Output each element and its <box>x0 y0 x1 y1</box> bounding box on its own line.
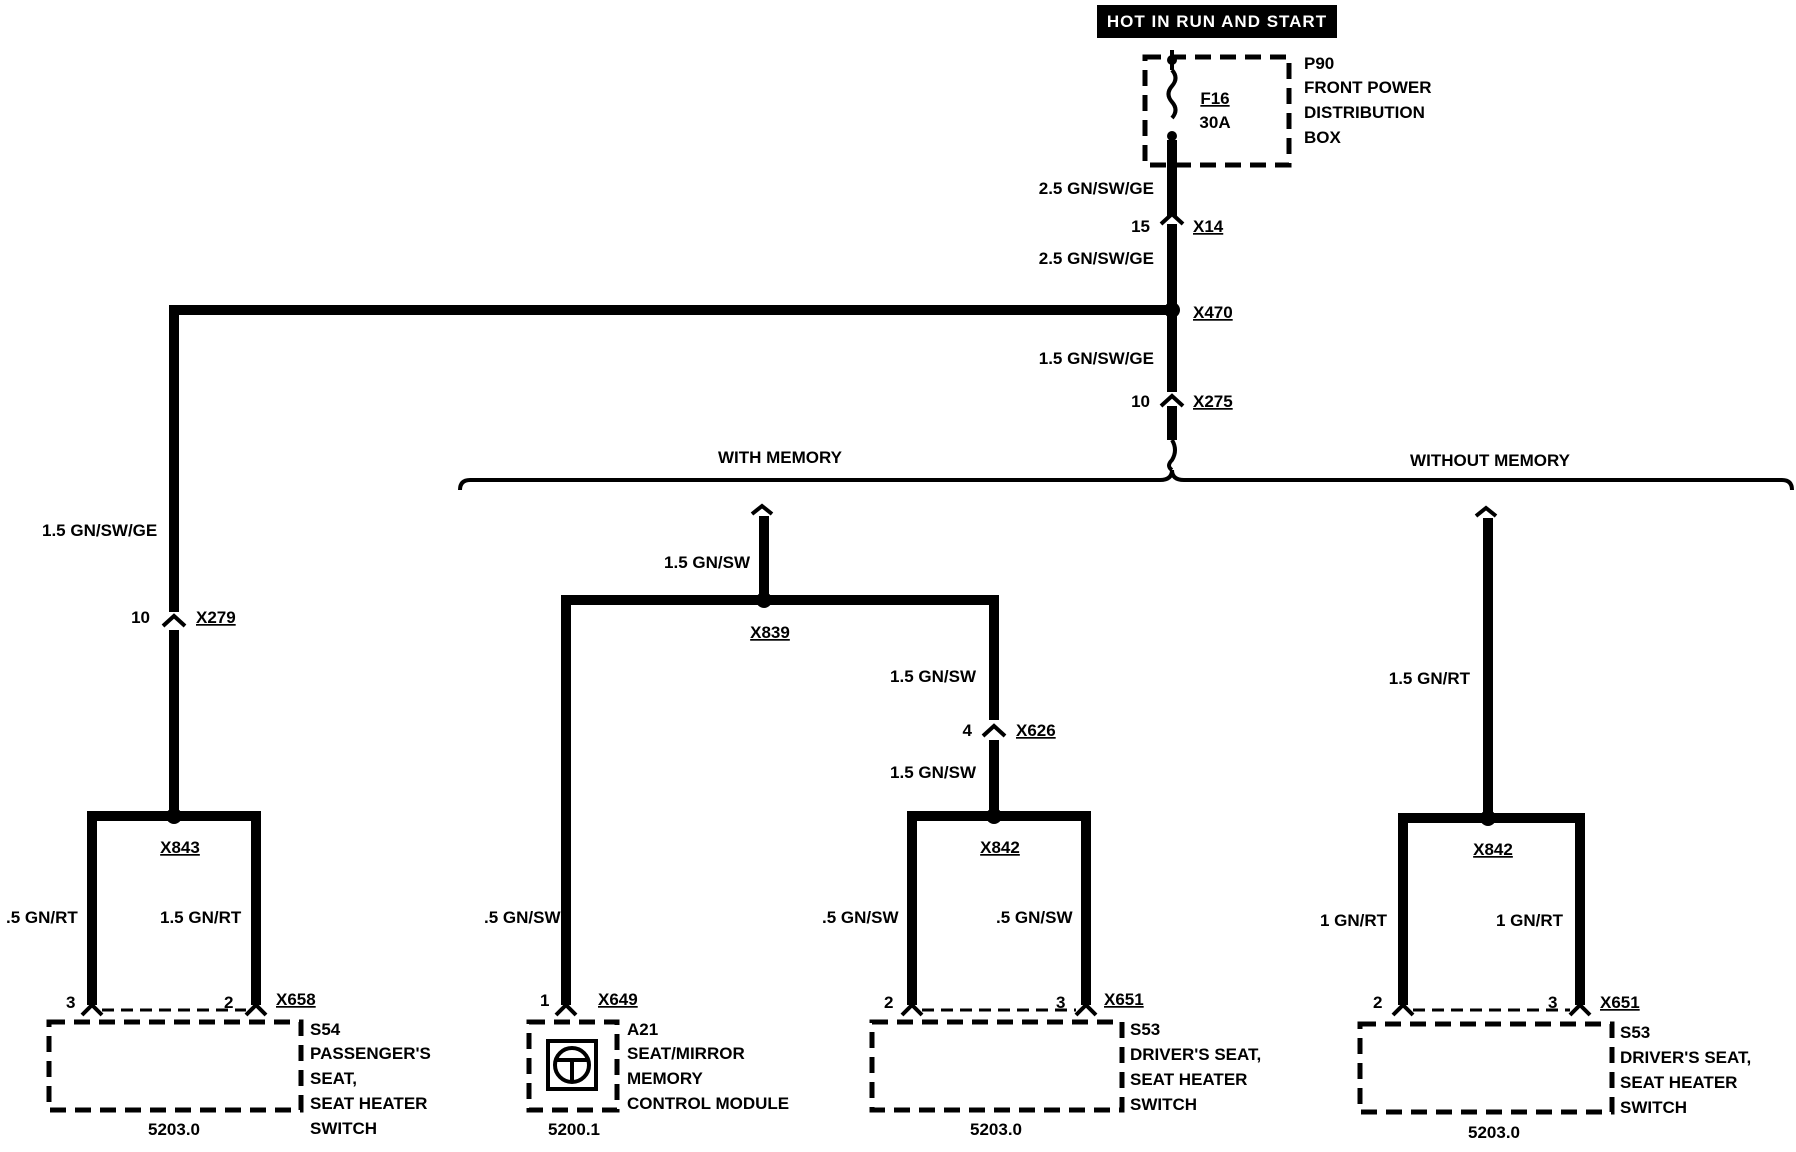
x651-nomem-pin-b: 3 <box>1548 993 1557 1012</box>
a21-module-box: 1 X649 A21 SEAT/MIRROR MEMORY CONTROL MO… <box>526 990 789 1139</box>
power-banner: HOT IN RUN AND START <box>1097 5 1337 38</box>
wire-label-2-5-b: 2.5 GN/SW/GE <box>1039 249 1154 268</box>
p90-desc-line1: FRONT POWER <box>1304 78 1432 97</box>
x14-connector-symbol <box>1159 211 1185 226</box>
x649-pin: 1 <box>540 991 549 1010</box>
no-memory-feed-break <box>1474 505 1498 518</box>
s54-switch-box: 3 2 X658 S54 PASSENGER'S SEAT, SEAT HEAT… <box>46 990 431 1139</box>
a21-ref: 5200.1 <box>548 1120 600 1139</box>
wire-label-1-5-trunk: 1.5 GN/SW/GE <box>1039 349 1154 368</box>
x14-label: X14 <box>1193 217 1224 236</box>
x275-label: X275 <box>1193 392 1233 411</box>
s53-mem-desc-line1: DRIVER'S SEAT, <box>1130 1045 1261 1064</box>
s54-desc-line4: SWITCH <box>310 1119 377 1138</box>
x658-pin-b: 2 <box>224 993 233 1012</box>
x14-pin: 15 <box>1131 217 1150 236</box>
s53-mem-desc-line2: SEAT HEATER <box>1130 1070 1247 1089</box>
x651-nomem-pin-a: 2 <box>1373 993 1382 1012</box>
fuse-rating: 30A <box>1199 113 1230 132</box>
x279-label: X279 <box>196 608 236 627</box>
s54-desc-line1: PASSENGER'S <box>310 1044 431 1063</box>
x842-nomem-splice-dot <box>1480 810 1496 826</box>
x842-mem-splice-dot <box>986 808 1002 824</box>
s54-id: S54 <box>310 1020 341 1039</box>
wire-label-x626-upper: 1.5 GN/SW <box>890 667 977 686</box>
x626-label: X626 <box>1016 721 1056 740</box>
wire-label-memory-feed: 1.5 GN/SW <box>664 553 751 572</box>
s53-nomem-id: S53 <box>1620 1023 1650 1042</box>
x651-nomem-label: X651 <box>1600 993 1640 1012</box>
s53-mem-ref: 5203.0 <box>970 1120 1022 1139</box>
steering-wheel-icon <box>553 1046 591 1084</box>
x626-connector-symbol <box>981 723 1007 738</box>
x279-pin: 10 <box>131 608 150 627</box>
s53-nomem-switch-box: 2 3 X651 S53 DRIVER'S SEAT, SEAT HEATER … <box>1357 993 1751 1142</box>
x470-label: X470 <box>1193 303 1233 322</box>
wire-label-s54-left: .5 GN/RT <box>6 908 78 927</box>
x275-pin: 10 <box>1131 392 1150 411</box>
s53-nomem-ref: 5203.0 <box>1468 1123 1520 1142</box>
option-bracket <box>458 469 1794 491</box>
x842-mem-label: X842 <box>980 838 1020 857</box>
without-memory-label: WITHOUT MEMORY <box>1410 451 1571 470</box>
x649-label: X649 <box>598 990 638 1009</box>
x658-pin-a: 3 <box>66 993 75 1012</box>
x651-mem-pin-a: 2 <box>884 993 893 1012</box>
wire-label-1-5-left: 1.5 GN/SW/GE <box>42 521 157 540</box>
wire-label-a21: .5 GN/SW <box>484 908 561 927</box>
wire-label-2-5-a: 2.5 GN/SW/GE <box>1039 179 1154 198</box>
power-banner-text: HOT IN RUN AND START <box>1107 12 1327 31</box>
p90-label: P90 <box>1304 54 1334 73</box>
x626-pin: 4 <box>963 721 973 740</box>
x842-nomem-label: X842 <box>1473 840 1513 859</box>
s54-desc-line2: SEAT, <box>310 1069 357 1088</box>
wire-label-s53-nomem-left: 1 GN/RT <box>1320 911 1388 930</box>
passenger-branch-wires <box>87 305 1172 1005</box>
front-power-distribution-box: F16 30A P90 FRONT POWER DISTRIBUTION BOX <box>1142 50 1432 168</box>
wire-label-x626-lower: 1.5 GN/SW <box>890 763 977 782</box>
wire-label-s53-nomem-right: 1 GN/RT <box>1496 911 1564 930</box>
fuse-id: F16 <box>1200 89 1229 108</box>
module-symbol <box>546 1039 598 1091</box>
x658-label: X658 <box>276 990 316 1009</box>
x279-connector-symbol <box>161 613 187 628</box>
x839-splice-dot <box>756 592 772 608</box>
s53-mem-switch-box: 2 3 X651 S53 DRIVER'S SEAT, SEAT HEATER … <box>869 990 1261 1139</box>
s53-nomem-desc-line3: SWITCH <box>1620 1098 1687 1117</box>
a21-desc-line3: CONTROL MODULE <box>627 1094 789 1113</box>
memory-feed-break <box>750 503 774 516</box>
wire-label-no-memory: 1.5 GN/RT <box>1389 669 1471 688</box>
x651-mem-pin-b: 3 <box>1056 993 1065 1012</box>
a21-id: A21 <box>627 1020 658 1039</box>
wire-label-s54-right: 1.5 GN/RT <box>160 908 242 927</box>
no-memory-branch-wires <box>1398 505 1585 1005</box>
x275-connector-symbol <box>1159 393 1185 408</box>
s53-mem-desc-line3: SWITCH <box>1130 1095 1197 1114</box>
x843-label: X843 <box>160 838 200 857</box>
with-memory-label: WITH MEMORY <box>718 448 843 467</box>
s54-desc-line3: SEAT HEATER <box>310 1094 427 1113</box>
s53-mem-id: S53 <box>1130 1020 1160 1039</box>
fuse-symbol <box>1166 68 1178 120</box>
x839-label: X839 <box>750 623 790 642</box>
a21-desc-line2: MEMORY <box>627 1069 704 1088</box>
wire-label-s53-mem-right: .5 GN/SW <box>996 908 1073 927</box>
a21-desc-line1: SEAT/MIRROR <box>627 1044 745 1063</box>
s53-nomem-desc-line2: SEAT HEATER <box>1620 1073 1737 1092</box>
wire-label-s53-mem-left: .5 GN/SW <box>822 908 899 927</box>
s54-ref: 5203.0 <box>148 1120 200 1139</box>
x843-splice-dot <box>166 808 182 824</box>
p90-desc-line3: BOX <box>1304 128 1342 147</box>
s53-nomem-desc-line1: DRIVER'S SEAT, <box>1620 1048 1751 1067</box>
x651-mem-label: X651 <box>1104 990 1144 1009</box>
p90-desc-line2: DISTRIBUTION <box>1304 103 1425 122</box>
memory-branch-wires <box>561 503 1091 1005</box>
trunk-break-symbol <box>1167 438 1177 472</box>
